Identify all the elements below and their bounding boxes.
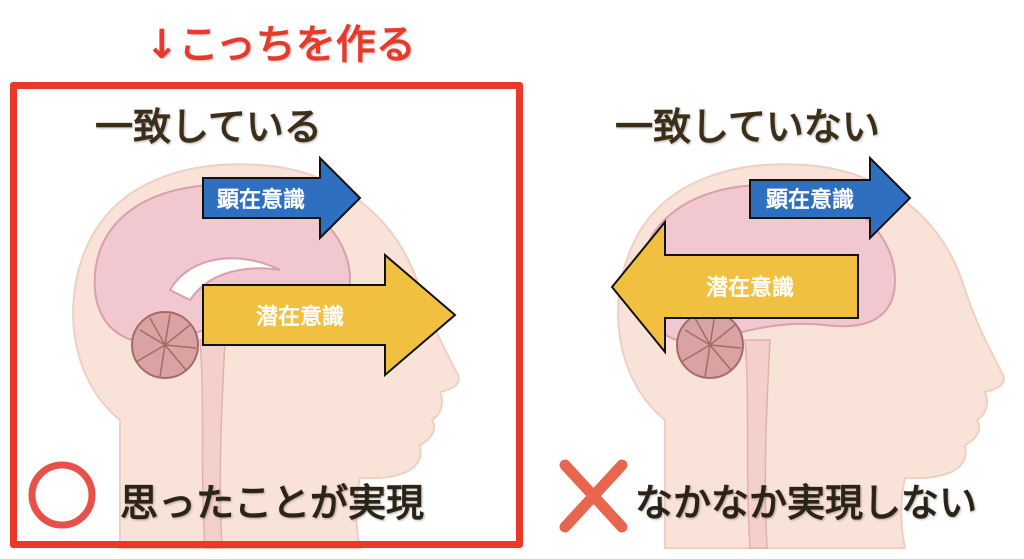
left-conscious-arrow [202, 155, 362, 241]
left-subconscious-label: 潜在意識 [256, 304, 344, 330]
right-conscious-arrow [749, 155, 912, 241]
left-subconscious-arrow [202, 252, 457, 378]
left-heading: 一致している [95, 104, 322, 149]
right-subconscious-label: 潜在意識 [706, 275, 794, 301]
right-subconscious-arrow [610, 219, 859, 355]
highlight-frame [10, 82, 523, 548]
right-conscious-label: 顕在意識 [766, 187, 854, 213]
right-heading: 一致していない [615, 104, 880, 149]
circle-icon [28, 461, 96, 529]
left-result: 思ったことが実現 [120, 480, 425, 525]
top-note: ↓こっちを作る [145, 22, 416, 68]
cross-icon [559, 459, 628, 533]
right-result: なかなか実現しない [635, 480, 978, 525]
left-conscious-label: 顕在意識 [217, 187, 305, 213]
